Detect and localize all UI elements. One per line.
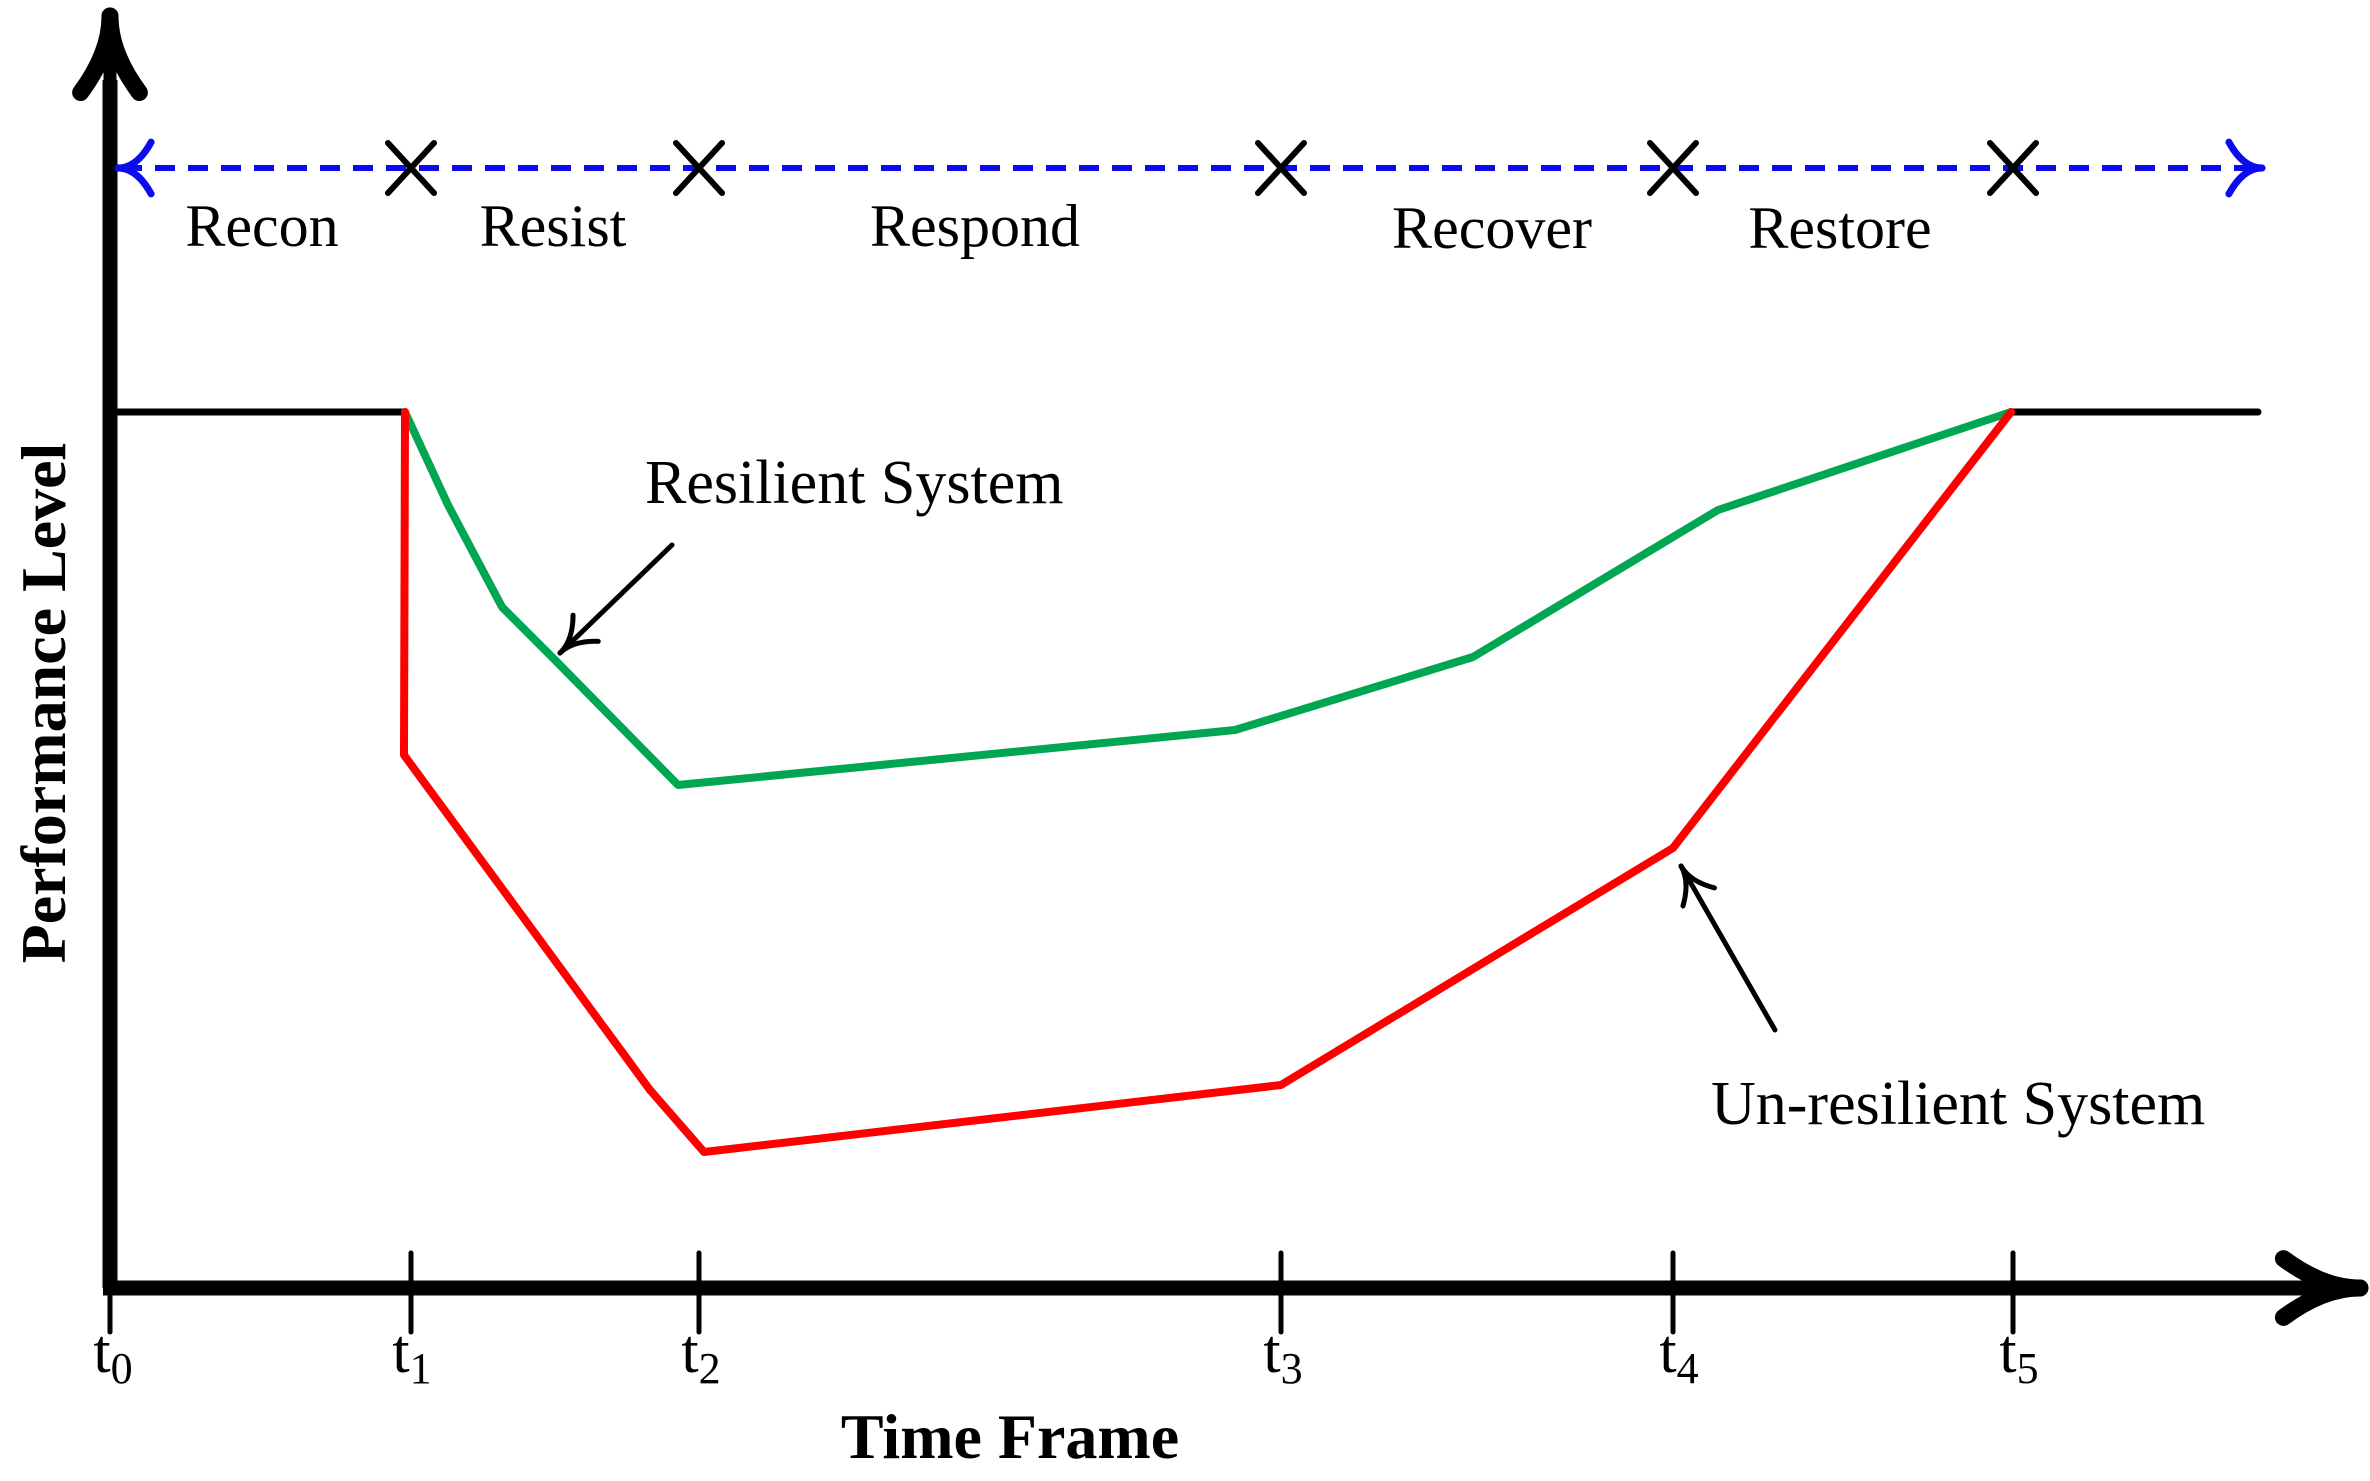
x-axis-title: Time Frame	[840, 1401, 1180, 1472]
tick-base: t	[392, 1318, 410, 1386]
tick-subscript: 5	[2016, 1344, 2039, 1393]
x-tick-label-t2: t2	[681, 1321, 720, 1391]
tick-subscript: 3	[1280, 1344, 1303, 1393]
annotation-arrow-layer	[557, 542, 1778, 1033]
y-axis-title: Performance Level	[8, 442, 79, 964]
x-tick-label-t0: t0	[93, 1321, 132, 1391]
tick-subscript: 4	[1676, 1344, 1699, 1393]
series-layer	[400, 408, 2015, 1156]
phase-label-recon: Recon	[185, 193, 339, 259]
phase-label-resist: Resist	[479, 193, 627, 259]
x-tick-label-t3: t3	[1263, 1321, 1302, 1391]
axes-layer	[72, 7, 2369, 1335]
tick-subscript: 1	[409, 1344, 432, 1393]
tick-base: t	[1263, 1318, 1281, 1386]
tick-subscript: 0	[110, 1344, 133, 1393]
phase-label-recover: Recover	[1392, 195, 1592, 261]
annotation-un-resilient-system: Un-resilient System	[1711, 1070, 2206, 1138]
tick-base: t	[1659, 1318, 1677, 1386]
x-tick-label-t5: t5	[1999, 1321, 2038, 1391]
phase-timeline-layer	[114, 138, 2266, 198]
phase-label-respond: Respond	[870, 193, 1080, 259]
x-tick-label-t4: t4	[1659, 1321, 1698, 1391]
tick-base: t	[93, 1318, 111, 1386]
x-tick-label-t1: t1	[392, 1321, 431, 1391]
tick-base: t	[681, 1318, 699, 1386]
annotation-resilient-system: Resilient System	[645, 449, 1064, 517]
phase-label-restore: Restore	[1748, 195, 1932, 261]
tick-base: t	[1999, 1318, 2017, 1386]
tick-subscript: 2	[698, 1344, 721, 1393]
